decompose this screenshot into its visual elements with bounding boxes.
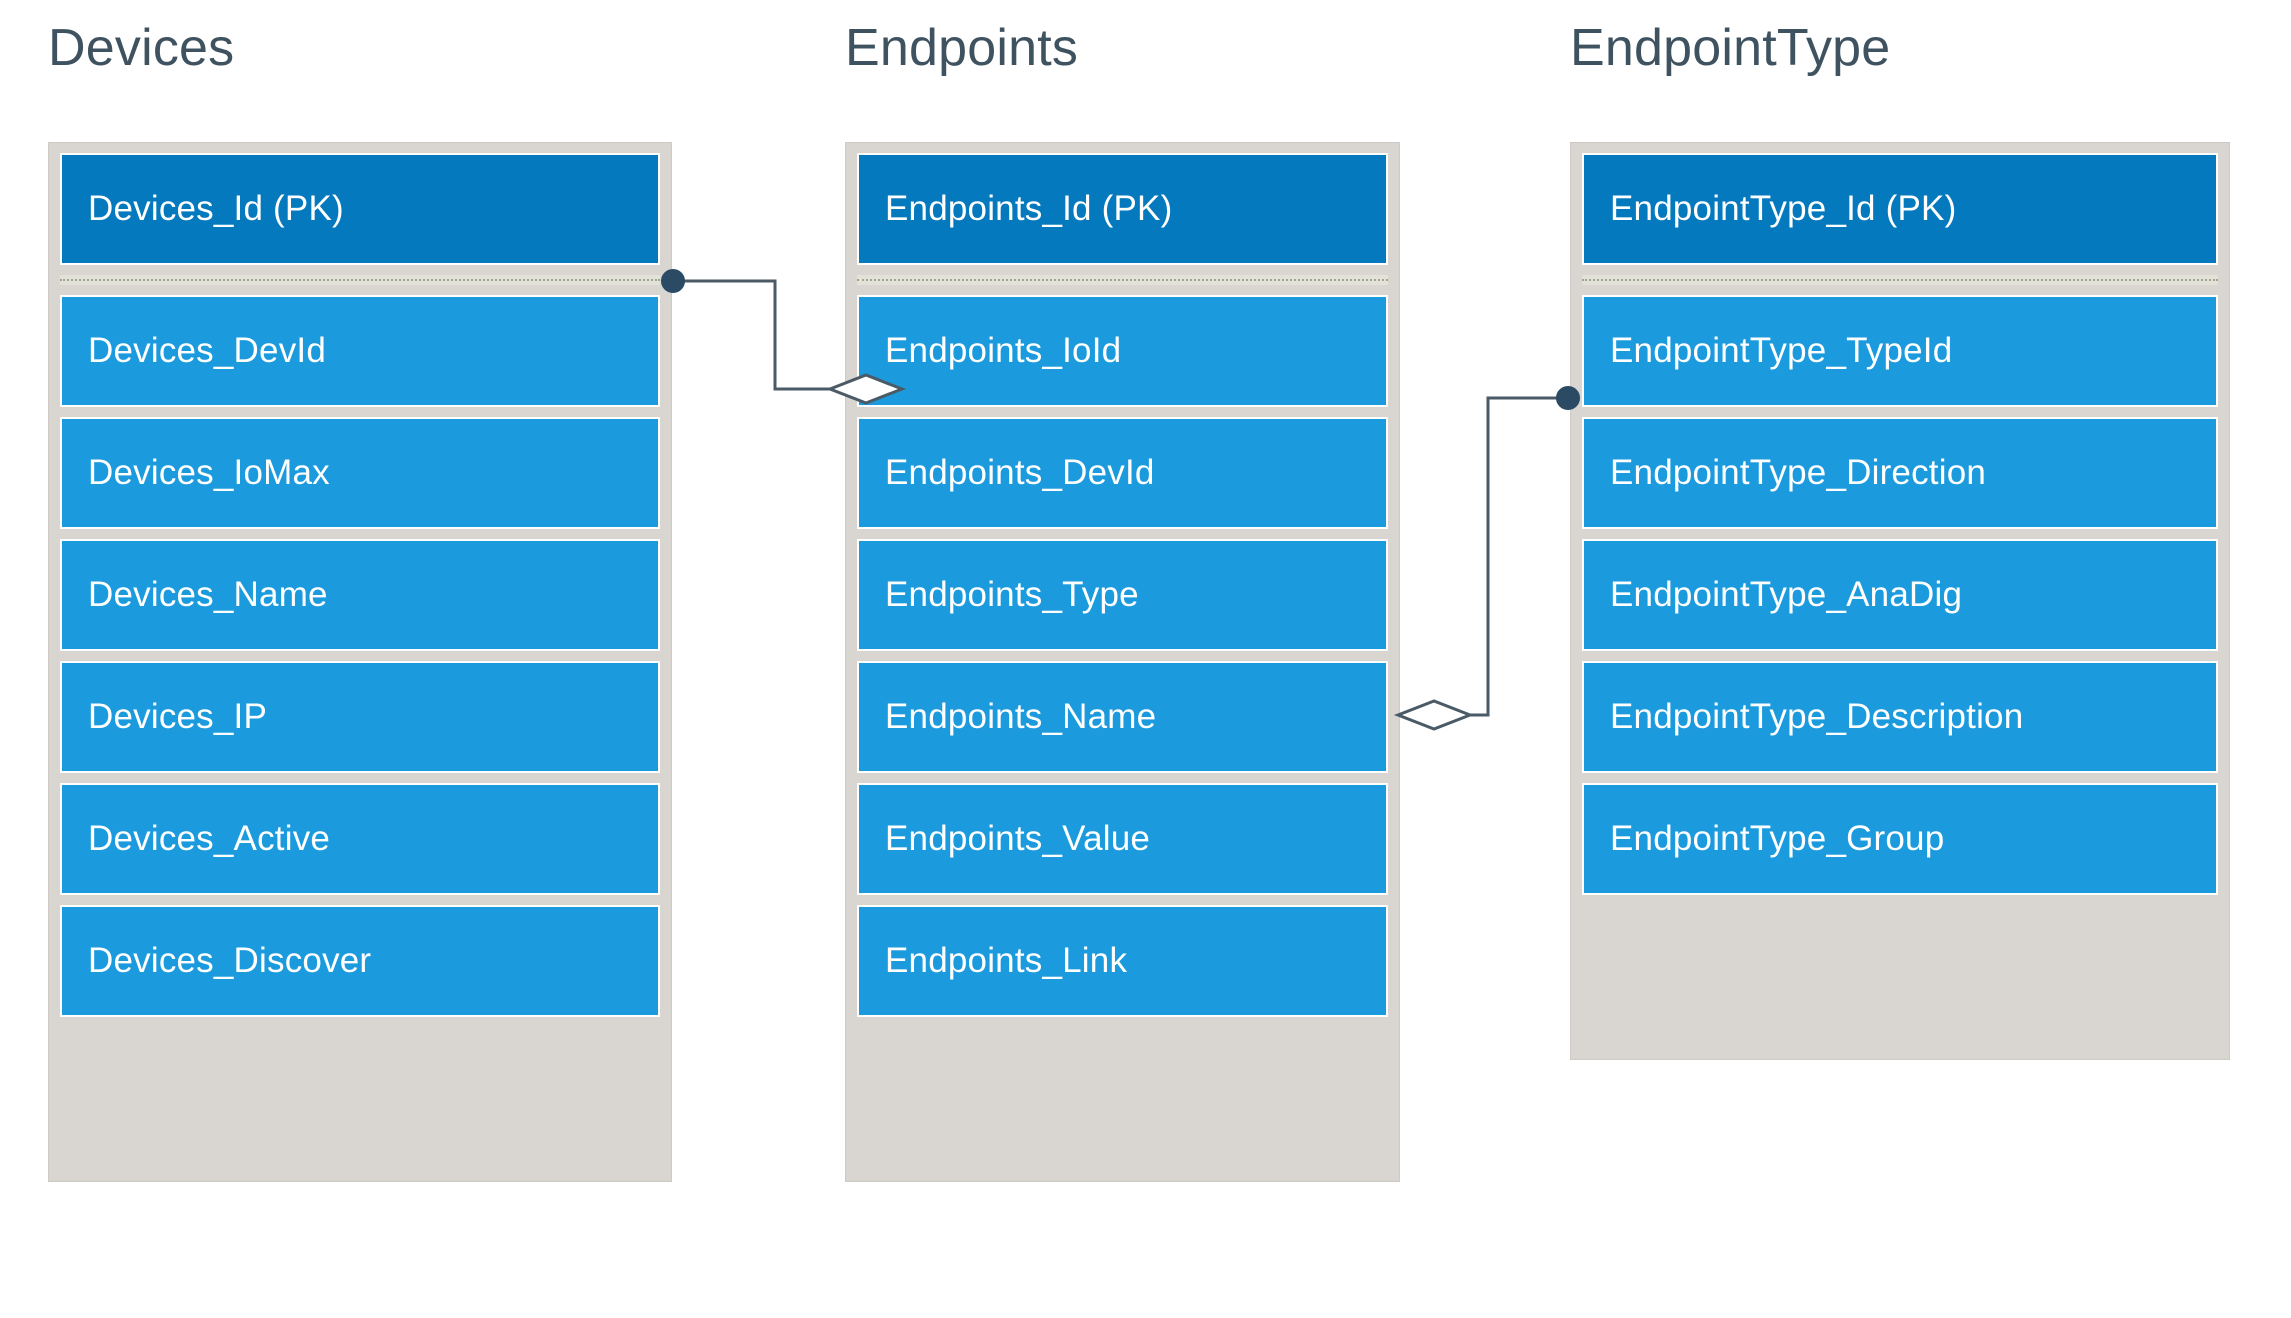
attribute-endpointtype-id[interactable]: EndpointType_Id (PK) xyxy=(1582,153,2218,265)
attribute-devices-devid[interactable]: Devices_DevId xyxy=(60,295,660,407)
attribute-label: Endpoints_Type xyxy=(885,575,1139,614)
attribute-label: EndpointType_Group xyxy=(1610,819,1945,858)
attribute-label: Devices_Discover xyxy=(88,941,372,980)
attribute-endpointtype-description[interactable]: EndpointType_Description xyxy=(1582,661,2218,773)
attribute-endpoints-id[interactable]: Endpoints_Id (PK) xyxy=(857,153,1388,265)
attribute-label: Devices_IP xyxy=(88,697,268,736)
attribute-label: Endpoints_Value xyxy=(885,819,1151,858)
attribute-devices-ip[interactable]: Devices_IP xyxy=(60,661,660,773)
attribute-endpoints-link[interactable]: Endpoints_Link xyxy=(857,905,1388,1017)
attribute-endpoints-devid[interactable]: Endpoints_DevId xyxy=(857,417,1388,529)
attribute-label: Endpoints_Name xyxy=(885,697,1157,736)
relationship-2-diamond-marker xyxy=(1393,699,1475,731)
attribute-label: Devices_Active xyxy=(88,819,331,858)
entity-title-endpointtype: EndpointType xyxy=(1570,19,1891,77)
attribute-label: Endpoints_DevId xyxy=(885,453,1155,492)
attribute-label: EndpointType_Id (PK) xyxy=(1610,189,1957,228)
attribute-devices-id[interactable]: Devices_Id (PK) xyxy=(60,153,660,265)
attribute-devices-discover[interactable]: Devices_Discover xyxy=(60,905,660,1017)
entity-box-devices: Devices_Id (PK) Devices_DevId Devices_Io… xyxy=(48,142,672,1182)
attribute-label: EndpointType_Direction xyxy=(1610,453,1987,492)
attribute-label: Devices_Name xyxy=(88,575,328,614)
attribute-devices-name[interactable]: Devices_Name xyxy=(60,539,660,651)
attribute-endpoints-name[interactable]: Endpoints_Name xyxy=(857,661,1388,773)
attribute-label: Endpoints_IoId xyxy=(885,331,1122,370)
entity-title-devices: Devices xyxy=(48,19,235,77)
attribute-endpoints-value[interactable]: Endpoints_Value xyxy=(857,783,1388,895)
attribute-label: Devices_Id (PK) xyxy=(88,189,344,228)
attribute-devices-active[interactable]: Devices_Active xyxy=(60,783,660,895)
relationship-2-path xyxy=(1470,396,1568,717)
attribute-endpointtype-group[interactable]: EndpointType_Group xyxy=(1582,783,2218,895)
pk-separator-endpointtype xyxy=(1582,275,2218,285)
attribute-label: Endpoints_Link xyxy=(885,941,1128,980)
attribute-label: EndpointType_TypeId xyxy=(1610,331,1953,370)
pk-separator-devices xyxy=(60,275,660,285)
attribute-devices-iomax[interactable]: Devices_IoMax xyxy=(60,417,660,529)
attribute-label: EndpointType_AnaDig xyxy=(1610,575,1963,614)
attribute-label: Devices_DevId xyxy=(88,331,326,370)
relationship-endpointtype-typeid-to-endpoints-type[interactable] xyxy=(1393,386,1580,731)
attribute-label: EndpointType_Description xyxy=(1610,697,2024,736)
attribute-endpoints-type[interactable]: Endpoints_Type xyxy=(857,539,1388,651)
attribute-label: Devices_IoMax xyxy=(88,453,330,492)
attribute-endpointtype-typeid[interactable]: EndpointType_TypeId xyxy=(1582,295,2218,407)
entity-title-endpoints: Endpoints xyxy=(845,19,1079,77)
attribute-endpointtype-anadig[interactable]: EndpointType_AnaDig xyxy=(1582,539,2218,651)
attribute-endpointtype-direction[interactable]: EndpointType_Direction xyxy=(1582,417,2218,529)
attribute-label: Endpoints_Id (PK) xyxy=(885,189,1173,228)
entity-box-endpointtype: EndpointType_Id (PK) EndpointType_TypeId… xyxy=(1570,142,2230,1060)
pk-separator-endpoints xyxy=(857,275,1388,285)
attribute-endpoints-ioid[interactable]: Endpoints_IoId xyxy=(857,295,1388,407)
entity-box-endpoints: Endpoints_Id (PK) Endpoints_IoId Endpoin… xyxy=(845,142,1400,1182)
relationship-1-path xyxy=(672,279,830,391)
